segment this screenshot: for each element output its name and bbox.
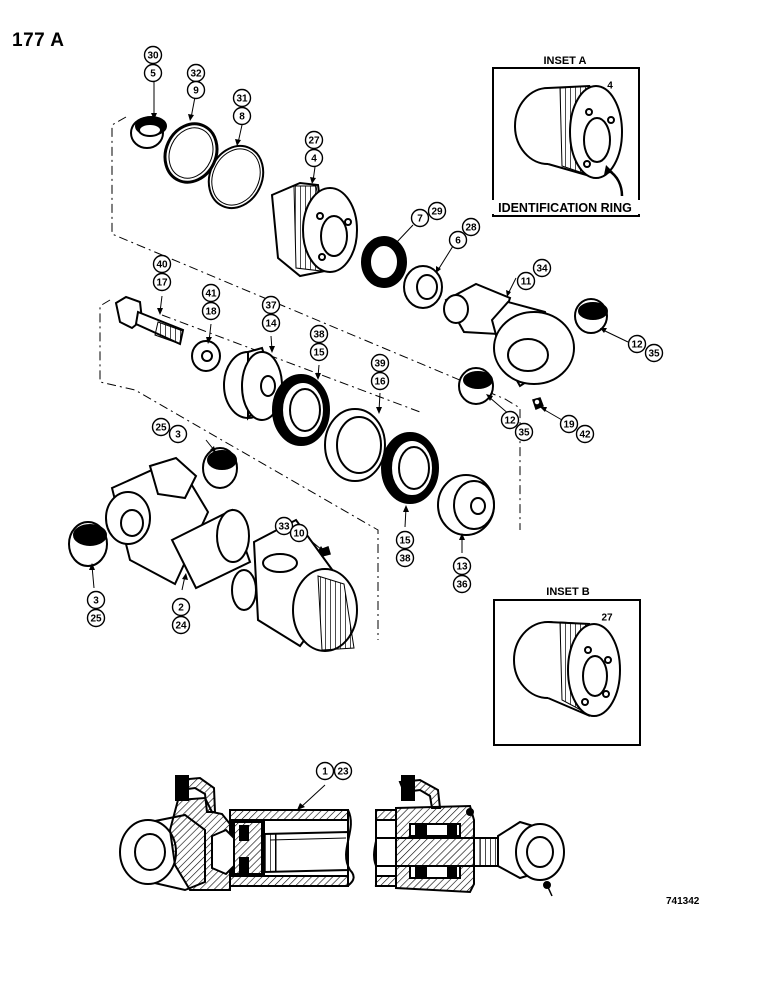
callout-38-lower: 38 <box>399 554 411 565</box>
part-11-rod-eye <box>443 282 575 388</box>
callout-7: 7 <box>417 214 423 225</box>
callout-31: 31 <box>236 94 248 105</box>
callout-12-right: 12 <box>631 340 643 351</box>
page-number: 177 A <box>12 30 65 51</box>
callout-28: 28 <box>465 223 477 234</box>
part-3-bushing-lower <box>68 521 108 567</box>
callout-39: 39 <box>374 359 386 370</box>
callout-1: 1 <box>322 767 328 778</box>
callout-4: 4 <box>311 154 317 165</box>
part-8-backup-ring <box>207 144 265 210</box>
callout-41: 41 <box>205 289 217 300</box>
callout-36: 36 <box>456 580 468 591</box>
callout-32: 32 <box>190 69 202 80</box>
part-14-piston <box>223 346 283 421</box>
callout-24: 24 <box>175 621 187 632</box>
callout-3-upper: 3 <box>175 430 181 441</box>
callout-3-lower: 3 <box>93 596 99 607</box>
part-15-piston-seal-lower <box>381 432 439 504</box>
callout-14: 14 <box>265 319 277 330</box>
callout-27: 27 <box>308 136 320 147</box>
part-15-piston-seal-upper <box>272 374 330 446</box>
identification-ring-label: IDENTIFICATION RING <box>498 201 632 215</box>
part-7-seal <box>361 236 407 288</box>
callout-10: 10 <box>293 529 305 540</box>
callout-9: 9 <box>193 86 199 97</box>
part-5-seal <box>130 116 167 149</box>
callout-29: 29 <box>431 207 443 218</box>
callout-5: 5 <box>150 69 156 80</box>
callout-15-lower: 15 <box>399 536 411 547</box>
part-19-grease-fitting <box>532 397 544 411</box>
callout-42: 42 <box>579 430 591 441</box>
callout-12-left: 12 <box>504 416 516 427</box>
part-4-cylinder-head <box>270 181 358 278</box>
callout-35-left: 35 <box>518 428 530 439</box>
cylinder-tube-section <box>231 518 358 652</box>
callout-25-lower: 25 <box>90 614 102 625</box>
callout-18: 18 <box>205 307 217 318</box>
callout-labels: 30 5 32 9 31 8 27 4 7 29 6 28 40 17 41 1… <box>90 51 660 778</box>
part-2-cylinder-base <box>105 456 252 590</box>
callout-38: 38 <box>313 330 325 341</box>
part-18-washer <box>191 340 221 372</box>
assembled-cylinder-section <box>119 775 565 897</box>
part-13-piston-nut <box>437 474 495 536</box>
callout-17: 17 <box>156 278 168 289</box>
part-6-wiper <box>403 265 443 309</box>
callout-40: 40 <box>156 260 168 271</box>
part-12-bushing-left <box>458 367 494 405</box>
callout-23: 23 <box>337 767 349 778</box>
part-16-wear-ring <box>324 408 386 482</box>
callout-circles <box>86 45 664 781</box>
callout-13: 13 <box>456 562 468 573</box>
callout-16: 16 <box>374 377 386 388</box>
part-12-bushing-right <box>574 298 608 334</box>
inset-a-title: INSET A <box>544 55 587 67</box>
callout-arrowheads <box>89 113 607 810</box>
callout-25-upper: 25 <box>155 423 167 434</box>
part-3-bushing-upper <box>202 447 238 489</box>
callout-30: 30 <box>147 51 159 62</box>
part-17-bolt <box>114 295 185 346</box>
callout-6: 6 <box>455 236 461 247</box>
callout-2: 2 <box>178 603 184 614</box>
callout-19: 19 <box>563 420 575 431</box>
callout-35-right: 35 <box>648 349 660 360</box>
drawing-number: 741342 <box>666 896 700 907</box>
inset-b: INSET B 27 <box>493 586 641 746</box>
callout-11: 11 <box>521 277 532 288</box>
callout-15: 15 <box>313 348 325 359</box>
callout-8: 8 <box>239 112 245 123</box>
inset-b-callout: 27 <box>601 613 613 624</box>
callout-34: 34 <box>536 264 548 275</box>
inset-a: INSET A 4 IDENTIFICATION RING <box>490 55 640 217</box>
inset-b-title: INSET B <box>546 586 589 598</box>
callout-33: 33 <box>278 522 290 533</box>
callout-37: 37 <box>265 301 277 312</box>
inset-a-callout: 4 <box>607 81 613 92</box>
